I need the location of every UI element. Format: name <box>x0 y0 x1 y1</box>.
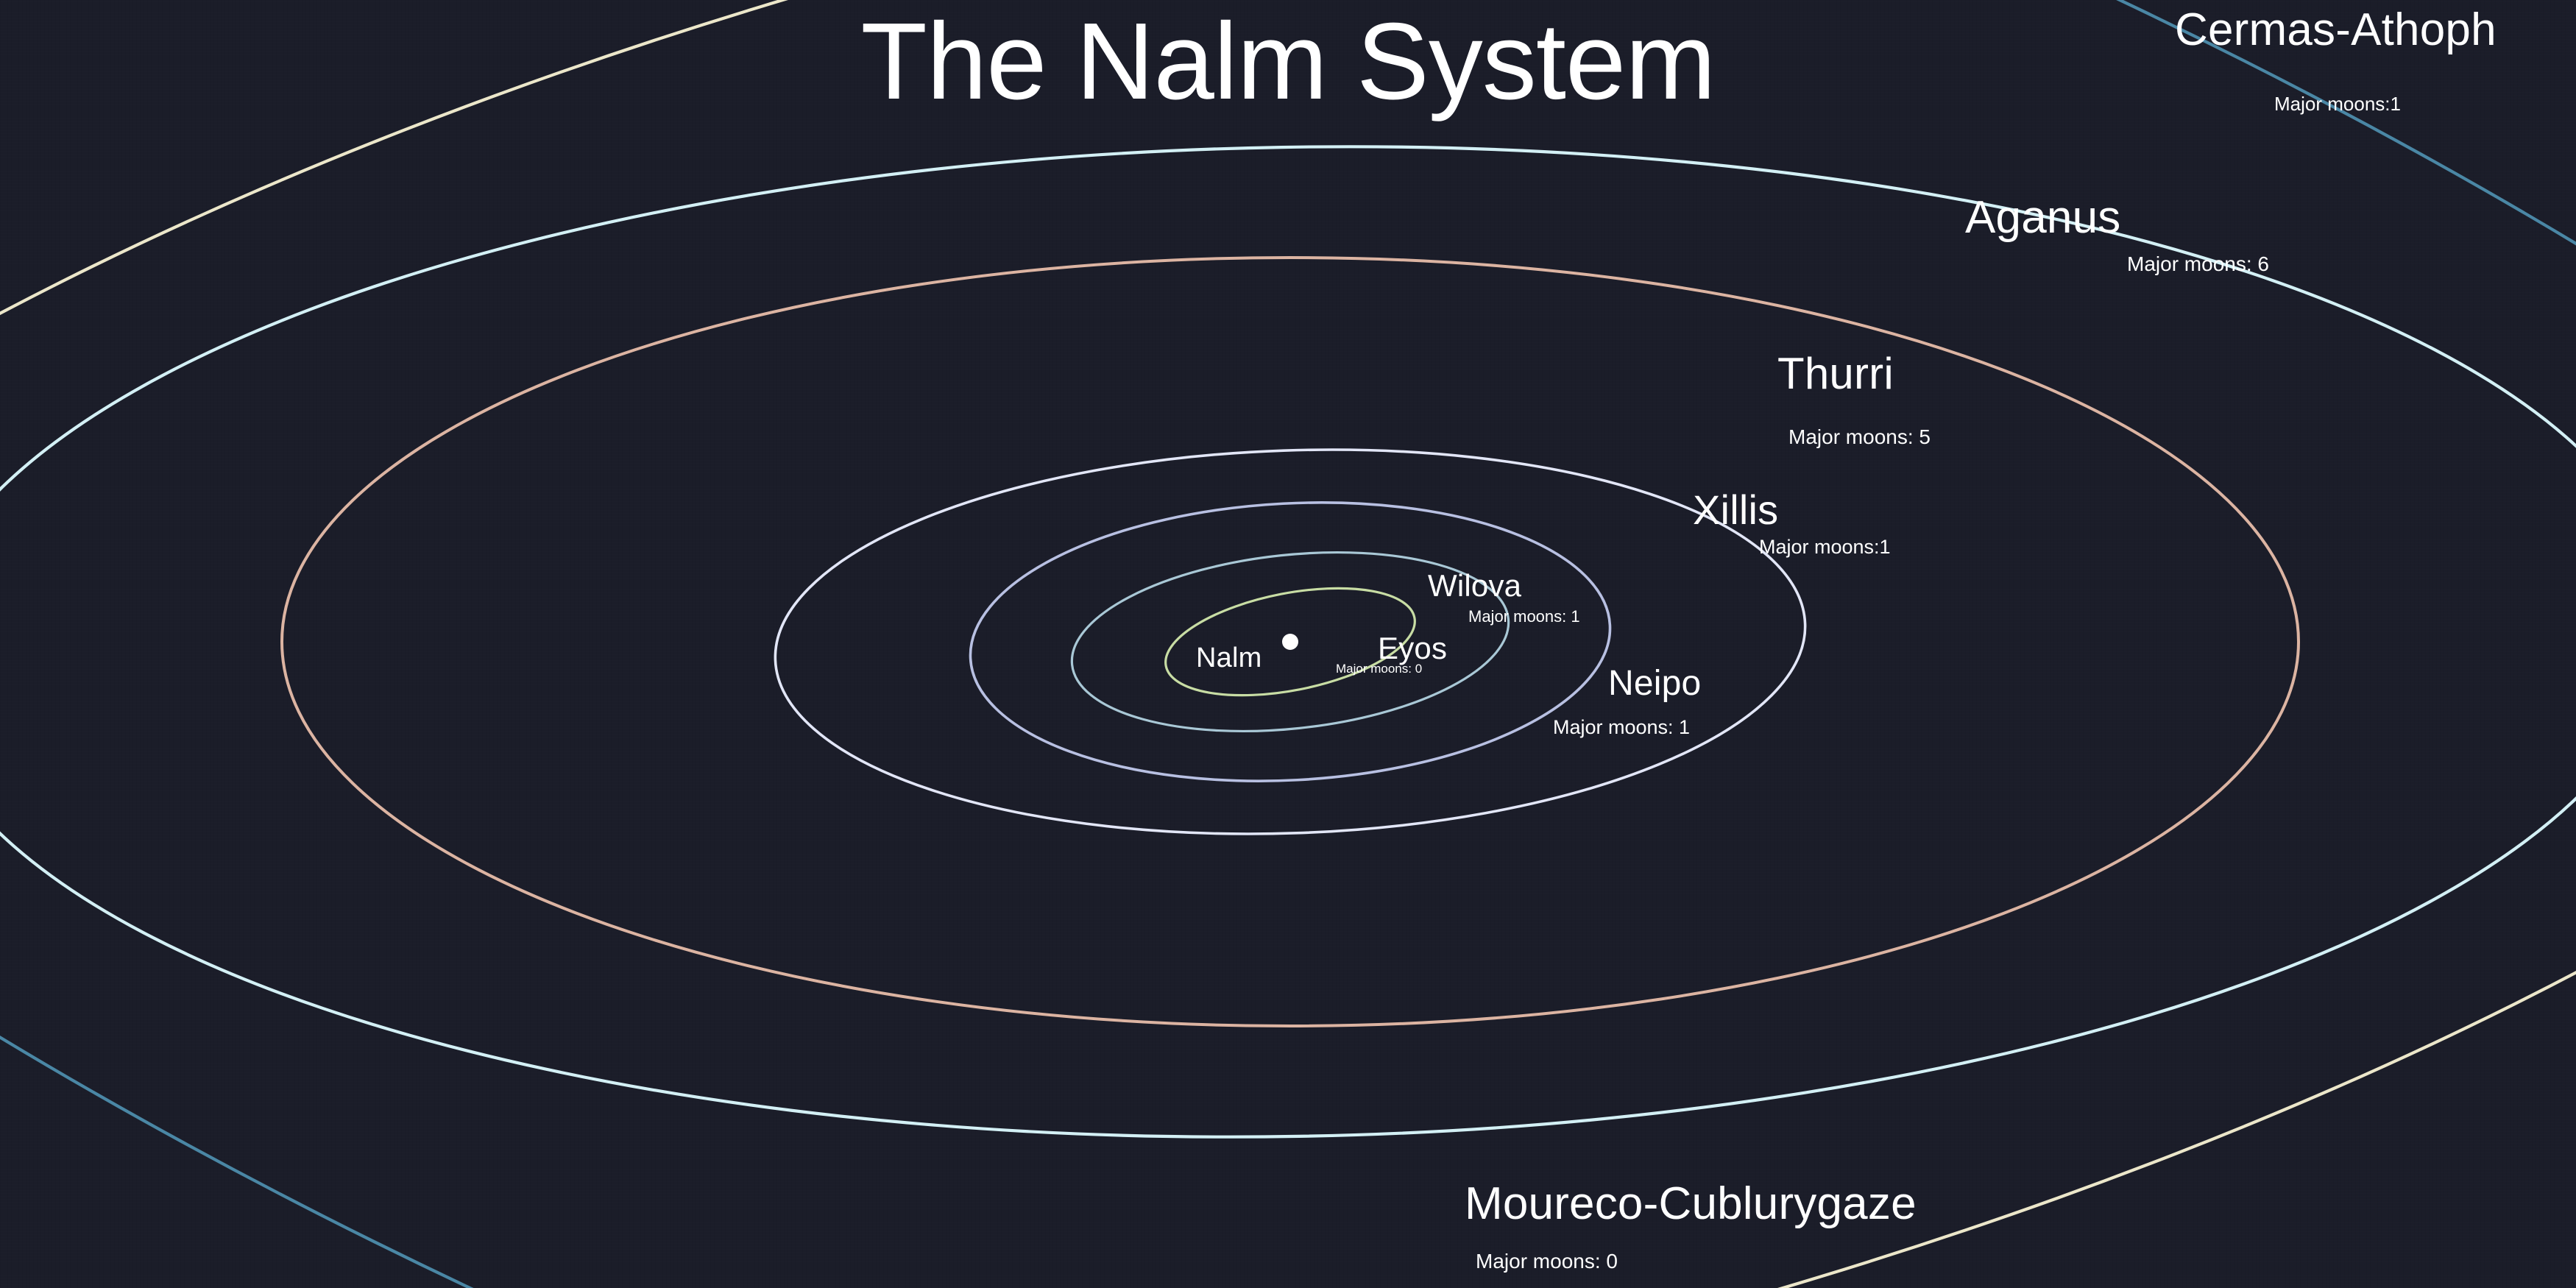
planet-label-wilova: Wilova <box>1428 568 1522 603</box>
planet-moons-wilova: Major moons: 1 <box>1468 607 1580 626</box>
planet-moons-xillis: Major moons:1 <box>1759 536 1891 558</box>
planet-label-eyos: Eyos <box>1378 631 1448 665</box>
planet-label-cermas-athoph: Cermas-Athoph <box>2175 4 2497 55</box>
planet-label-thurri: Thurri <box>1777 349 1894 398</box>
planet-label-aganus: Aganus <box>1965 192 2121 243</box>
planet-moons-thurri: Major moons: 5 <box>1788 425 1931 448</box>
planet-moons-moureco-cublurygaze: Major moons: 0 <box>1476 1250 1618 1273</box>
orbit-path-neipo <box>969 501 1612 782</box>
star-label-nalm: Nalm <box>1196 643 1262 673</box>
planet-label-neipo: Neipo <box>1608 664 1702 703</box>
planet-label-xillis: Xillis <box>1693 486 1779 533</box>
planet-moons-neipo: Major moons: 1 <box>1553 716 1691 738</box>
page-title: The Nalm System <box>860 1 1716 122</box>
planet-moons-eyos: Major moons: 0 <box>1336 662 1423 676</box>
orbit-path-xillis <box>774 448 1807 835</box>
planet-label-moureco-cublurygaze: Moureco-Cublurygaze <box>1465 1178 1917 1229</box>
orbit-path-eyos <box>1164 587 1416 697</box>
central-star-nalm <box>1282 634 1298 650</box>
orbit-path-aganus <box>0 145 2576 1139</box>
planet-moons-aganus: Major moons: 6 <box>2127 252 2269 275</box>
planet-moons-cermas-athoph: Major moons:1 <box>2274 93 2401 115</box>
orbit-path-wilova <box>1070 551 1510 733</box>
orbit-path-thurri <box>280 256 2300 1027</box>
